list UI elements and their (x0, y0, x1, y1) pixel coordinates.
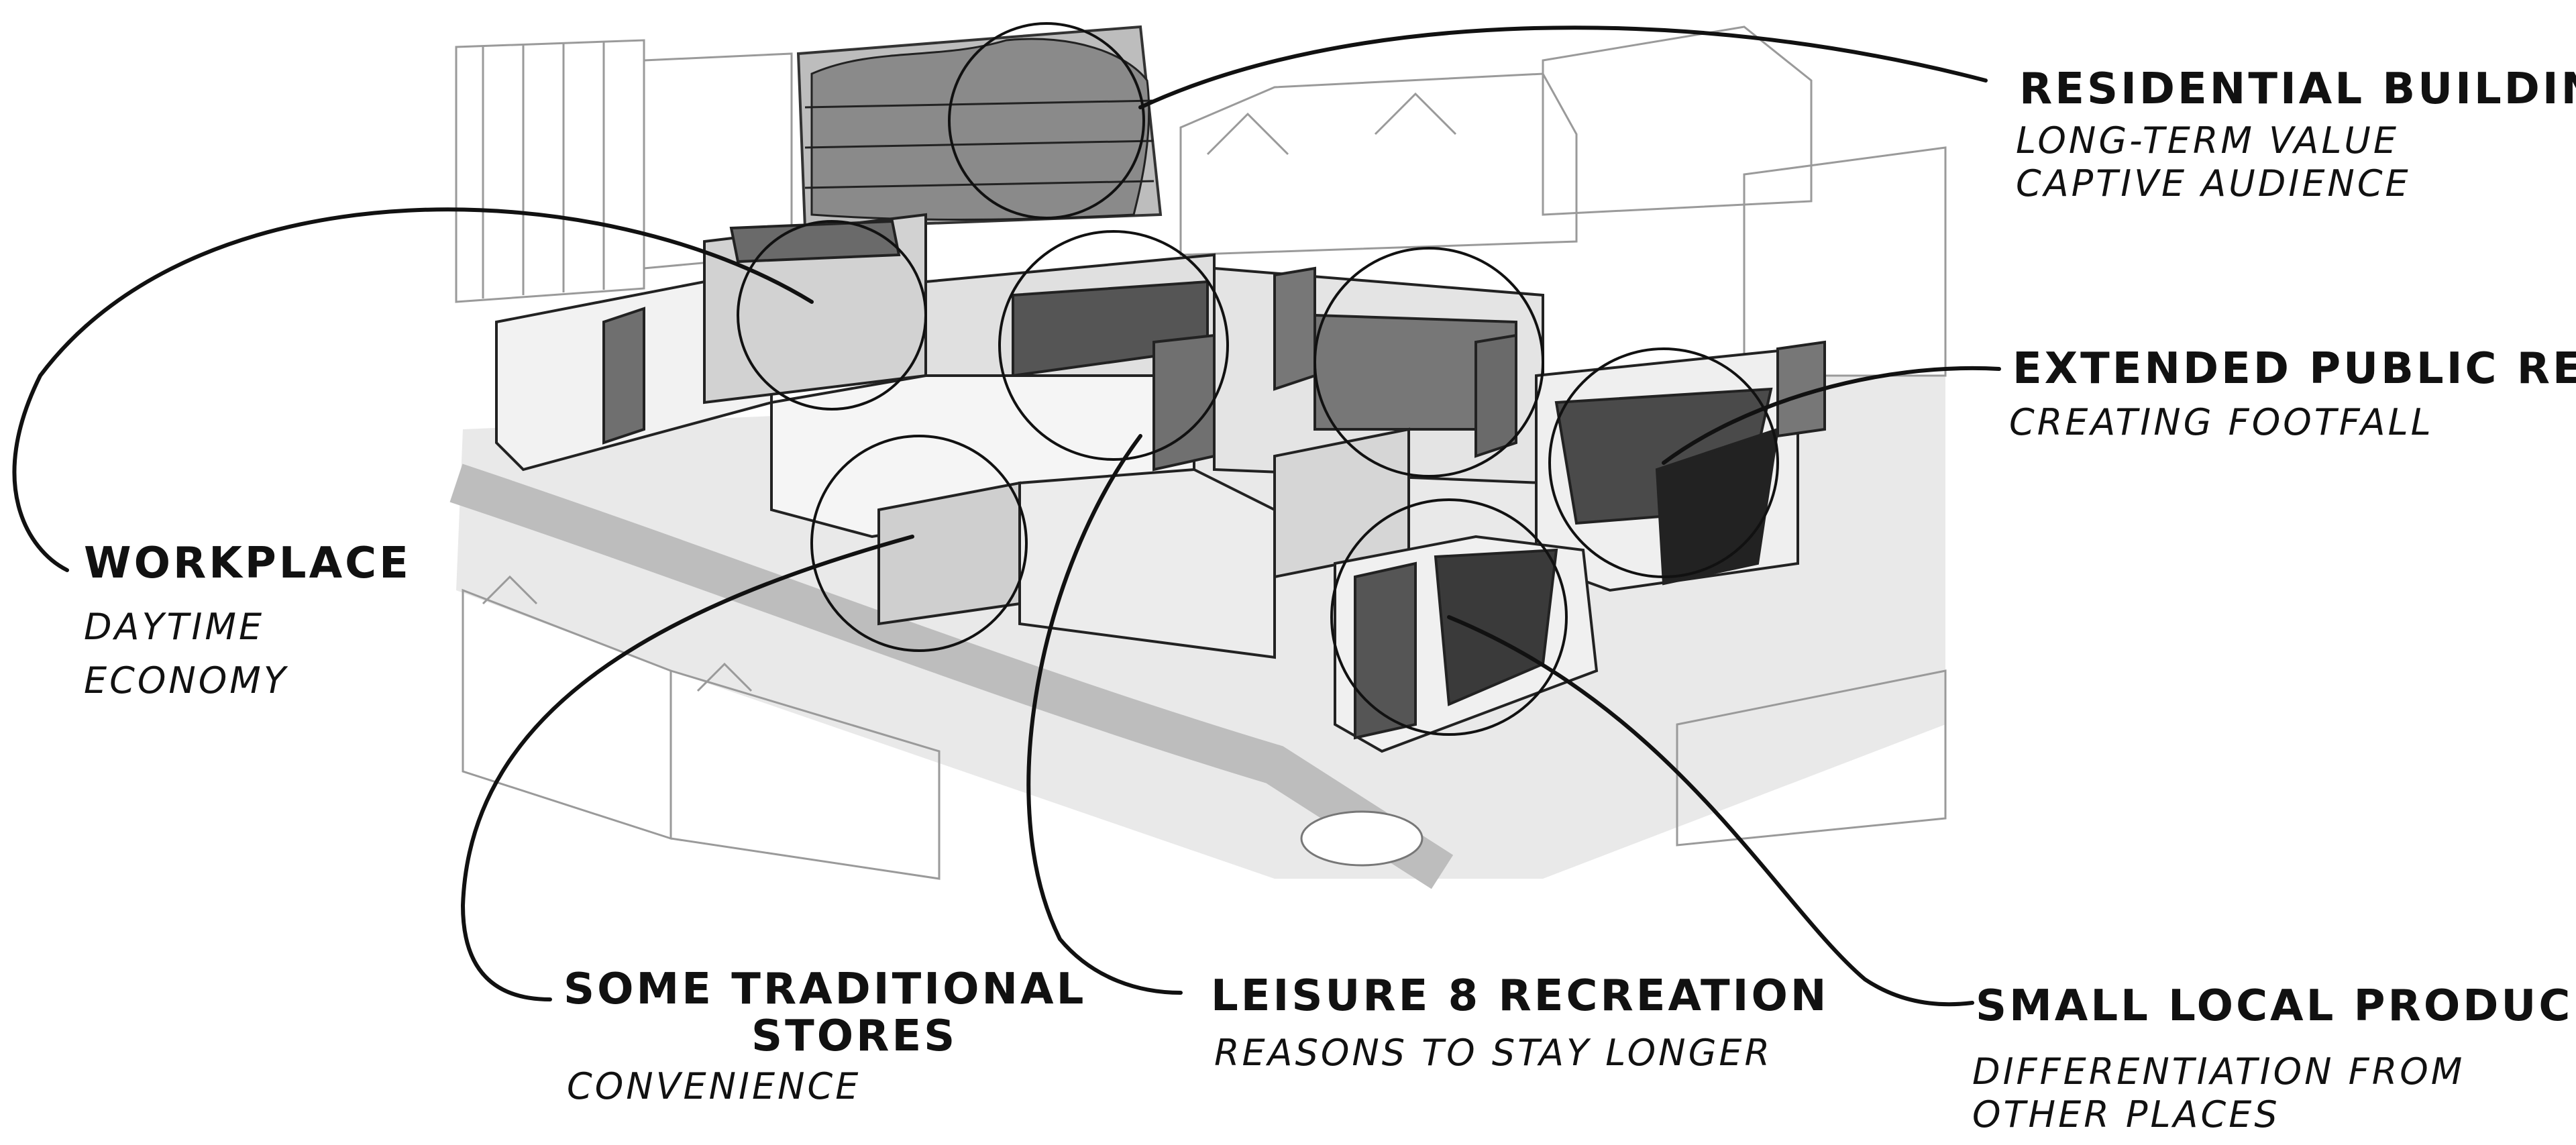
label-workplace-line1: DAYTIME (84, 607, 264, 647)
label-traditional-line1: CONVENIENCE (567, 1067, 861, 1106)
label-residential-title: RESIDENTIAL BUILDINGS (2019, 66, 2576, 113)
label-residential-line1: LONG-TERM VALUE (2016, 121, 2399, 160)
label-public-realm-line1: CREATING FOOTFALL (2009, 402, 2434, 442)
label-producers-title: SMALL LOCAL PRODUCERS (1976, 983, 2576, 1030)
label-residential-line2: CAPTIVE AUDIENCE (2016, 164, 2411, 203)
label-producers-line2: OTHER PLACES (1972, 1095, 2280, 1134)
label-traditional-title-line2: STORES (751, 1013, 957, 1060)
label-workplace-line2: ECONOMY (84, 661, 288, 700)
label-workplace-title: WORKPLACE (84, 540, 411, 587)
label-public-realm-title: EXTENDED PUBLIC REALM (2012, 345, 2576, 392)
label-producers-line1: DIFFERENTIATION FROM (1972, 1052, 2465, 1091)
label-leisure-title: LEISURE 8 RECREATION (1211, 973, 1829, 1020)
label-leisure-line1: REASONS TO STAY LONGER (1214, 1033, 1772, 1073)
label-traditional-title-line1: SOME TRADITIONAL (564, 966, 1086, 1013)
